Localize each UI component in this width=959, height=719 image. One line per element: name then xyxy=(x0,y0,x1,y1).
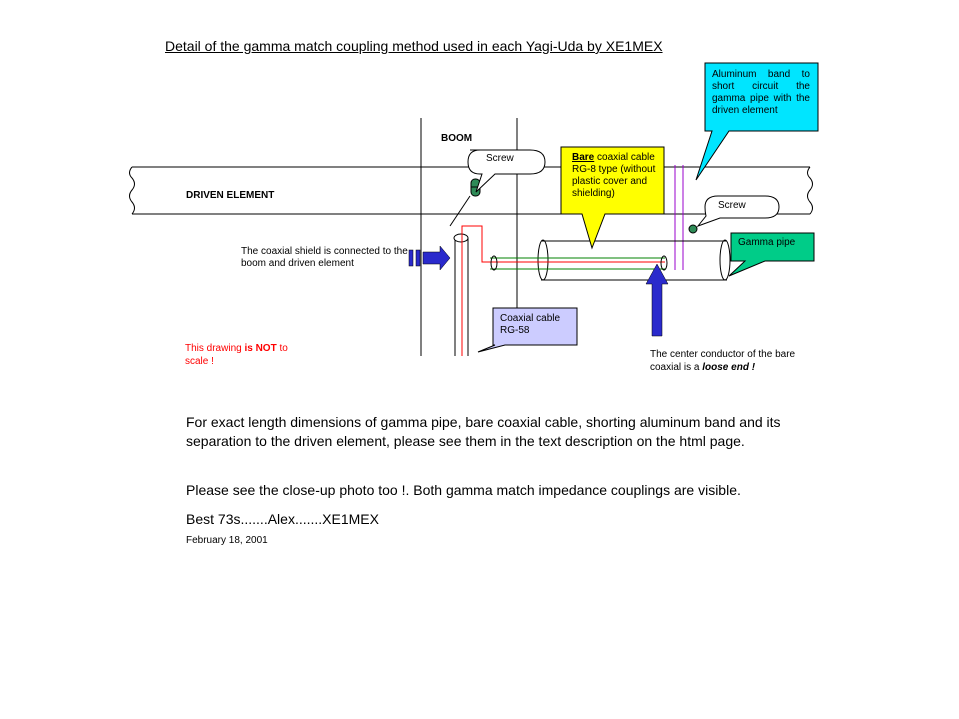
screw-right xyxy=(688,224,698,234)
center-conductor-note: The center conductor of the bare coaxial… xyxy=(650,348,810,374)
callout-aluminum-band xyxy=(695,62,819,181)
aluminum-band xyxy=(674,165,684,270)
screw-right-label: Screw xyxy=(718,200,746,211)
description-paragraph: For exact length dimensions of gamma pip… xyxy=(186,414,781,449)
coax-cable-label: Coaxial cable RG-58 xyxy=(500,313,561,336)
signature-line: Best 73s.......Alex.......XE1MEX xyxy=(186,511,379,527)
callout-gamma-pipe xyxy=(728,232,815,277)
boom-label: BOOM xyxy=(441,133,473,144)
shield-green-wire xyxy=(449,195,668,271)
scale-note-bold: is NOT xyxy=(244,343,277,354)
scale-note-pre: This drawing xyxy=(185,343,245,354)
date-line: February 18, 2001 xyxy=(186,535,268,546)
bare-coax-text: coaxial cable RG-8 type (without plastic… xyxy=(572,152,656,199)
callout-bare-coax xyxy=(560,146,665,250)
bare-word: Bare xyxy=(572,152,595,163)
gamma-pipe-label: Gamma pipe xyxy=(738,237,796,248)
aluminum-band-label: Aluminum band to short circuit the gamma… xyxy=(712,69,810,116)
callout-screw-top xyxy=(467,149,546,193)
arrow-shield-pointer xyxy=(408,245,451,271)
center-note-pre: The center conductor of the bare coaxial… xyxy=(650,349,796,373)
coax-rg58 xyxy=(453,233,469,356)
gamma-pipe xyxy=(537,239,731,281)
bare-coax-label: Bare coaxial cable RG-8 type (without pl… xyxy=(572,152,662,200)
scale-note-post: to scale ! xyxy=(185,343,288,367)
photo-note-paragraph: Please see the close-up photo too !. Bot… xyxy=(186,482,741,498)
callout-coax-cable xyxy=(477,307,578,353)
coax-shield-label: The coaxial shield is connected to the b… xyxy=(241,246,408,269)
arrow-center-conductor xyxy=(645,263,669,337)
driven-element-label: DRIVEN ELEMENT xyxy=(186,190,275,201)
callout-screw-right xyxy=(696,195,780,228)
screw-top-label: Screw xyxy=(486,153,514,164)
center-note-bold: loose end ! xyxy=(702,362,756,373)
scale-note: This drawing is NOT to scale ! xyxy=(185,342,310,368)
center-conductor-red-wire xyxy=(461,225,665,263)
diagram-title: Detail of the gamma match coupling metho… xyxy=(165,38,663,54)
